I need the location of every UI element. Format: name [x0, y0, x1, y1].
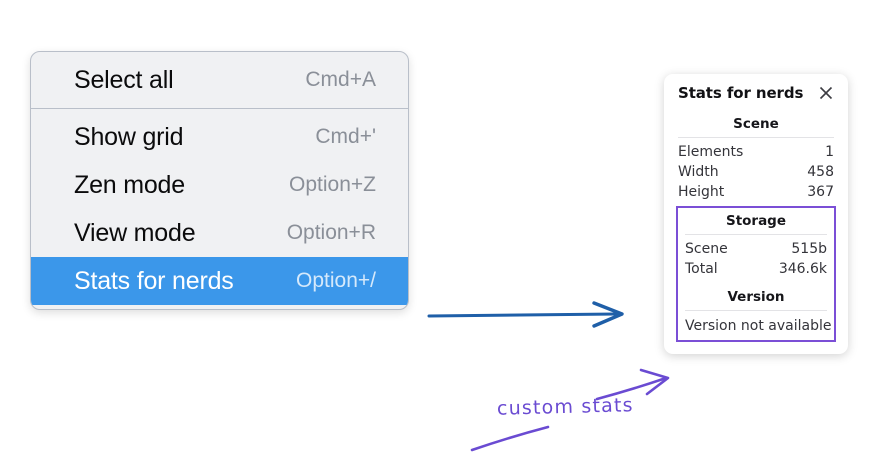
section-divider	[685, 234, 827, 235]
close-icon[interactable]	[818, 85, 834, 101]
version-note: Version not available	[685, 318, 832, 334]
menu-item-select-all[interactable]: Select all Cmd+A	[31, 56, 408, 104]
stat-row: Width 458	[676, 162, 836, 182]
stat-value: 458	[807, 164, 834, 180]
menu-item-view-mode[interactable]: View mode Option+R	[31, 209, 408, 257]
custom-stats-highlight-box: Storage Scene 515b Total 346.6k Version …	[676, 206, 836, 342]
stat-label: Width	[678, 164, 719, 180]
menu-item-label: Stats for nerds	[74, 266, 234, 295]
menu-item-shortcut: Cmd+A	[305, 68, 376, 91]
stat-value: 346.6k	[778, 261, 827, 277]
stat-label: Total	[685, 261, 718, 277]
menu-group-1: Select all Cmd+A	[31, 52, 408, 108]
menu-item-show-grid[interactable]: Show grid Cmd+'	[31, 113, 408, 161]
stat-value: 367	[807, 184, 834, 200]
menu-item-label: Show grid	[74, 122, 184, 151]
stat-row: Height 367	[676, 182, 836, 202]
menu-item-zen-mode[interactable]: Zen mode Option+Z	[31, 161, 408, 209]
blue-arrow	[427, 301, 624, 328]
purple-leader-line	[470, 425, 550, 452]
stat-value: 515b	[791, 241, 827, 257]
section-heading-storage: Storage	[725, 213, 787, 229]
menu-group-2: Show grid Cmd+' Zen mode Option+Z View m…	[31, 108, 408, 309]
section-divider	[678, 137, 834, 138]
stat-row: Total 346.6k	[683, 259, 829, 279]
stat-label: Height	[678, 184, 725, 200]
stat-label: Scene	[685, 241, 728, 257]
stats-for-nerds-panel: Stats for nerds Scene Elements 1 Width 4…	[664, 74, 848, 354]
panel-title: Stats for nerds	[678, 84, 804, 102]
menu-item-stats-for-nerds[interactable]: Stats for nerds Option+/	[31, 257, 408, 305]
stat-row: Elements 1	[676, 142, 836, 162]
menu-item-shortcut: Option+/	[296, 269, 376, 292]
handwritten-annotation-custom-stats: custom stats	[496, 394, 635, 420]
menu-item-shortcut: Cmd+'	[315, 125, 376, 148]
panel-header: Stats for nerds	[664, 84, 848, 102]
section-heading-version: Version	[727, 289, 785, 305]
menu-item-shortcut: Option+R	[286, 221, 376, 244]
section-divider	[685, 310, 827, 311]
menu-item-label: Zen mode	[74, 170, 185, 199]
section-heading-scene: Scene	[733, 116, 779, 132]
context-menu[interactable]: Select all Cmd+A Show grid Cmd+' Zen mod…	[30, 51, 409, 310]
menu-item-label: Select all	[74, 65, 174, 94]
stat-label: Elements	[678, 144, 744, 160]
stat-row: Scene 515b	[683, 239, 829, 259]
stat-value: 1	[825, 144, 834, 160]
menu-item-label: View mode	[74, 218, 196, 247]
menu-item-shortcut: Option+Z	[289, 173, 376, 196]
stats-body: Scene Elements 1 Width 458 Height 367 St…	[664, 114, 848, 342]
